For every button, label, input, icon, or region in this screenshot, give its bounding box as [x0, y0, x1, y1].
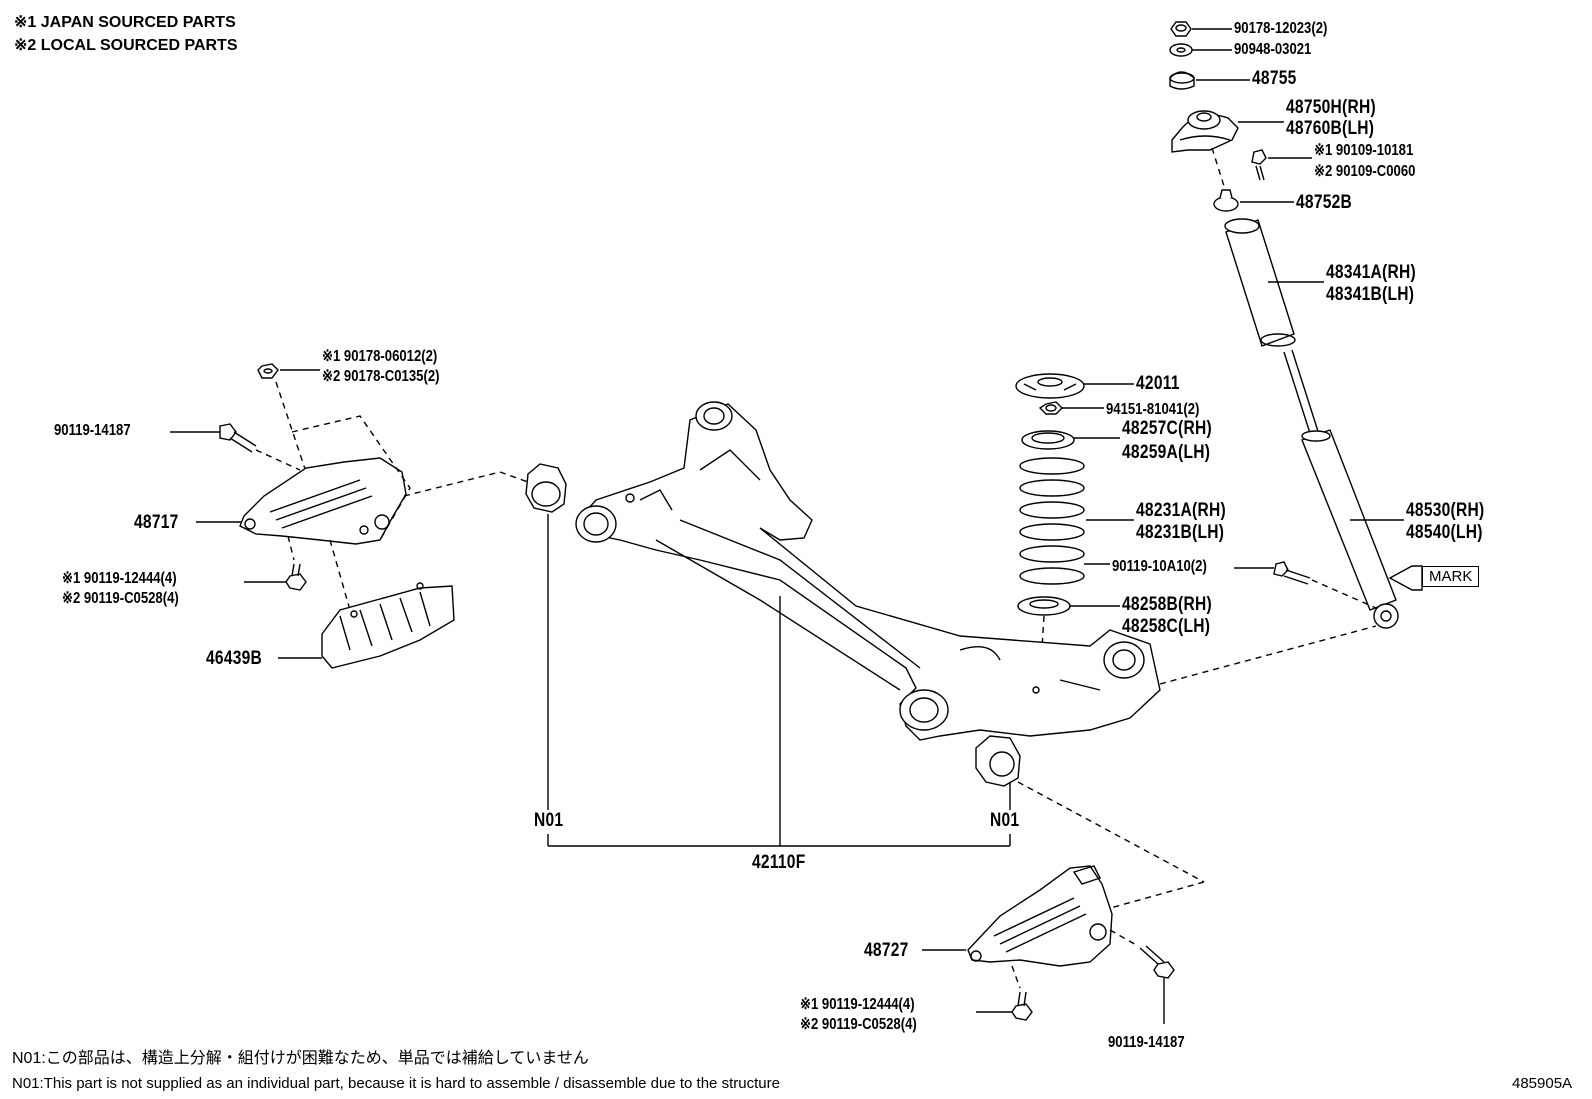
washer-90948-03021-icon [1169, 43, 1193, 57]
bushing-left-icon [525, 463, 567, 513]
part-label-90119-12444-top[interactable]: ※1 90119-12444(4) [62, 570, 177, 587]
bolt-90119-12444-bot-icon [1011, 991, 1033, 1021]
footnote-en: N01:This part is not supplied as an indi… [12, 1075, 780, 1092]
part-label-90178-06012[interactable]: ※1 90178-06012(2) [322, 348, 438, 365]
part-label-48258B[interactable]: 48258B(RH) [1122, 594, 1212, 615]
bushing-right-icon [975, 735, 1021, 787]
part-label-48717[interactable]: 48717 [134, 512, 179, 533]
cover-46439B-icon [321, 582, 455, 669]
part-label-48750H[interactable]: 48750H(RH) [1286, 97, 1376, 118]
part-label-90119-14187-bot[interactable]: 90119-14187 [1108, 1034, 1185, 1051]
part-label-48727[interactable]: 48727 [864, 940, 909, 961]
shock-absorber-48530-icon [1283, 349, 1399, 629]
cushion-48755-icon [1169, 71, 1195, 90]
nut-94151-icon [1038, 401, 1063, 415]
part-label-48231A[interactable]: 48231A(RH) [1136, 500, 1226, 521]
part-label-42011[interactable]: 42011 [1136, 373, 1180, 394]
legend-japan-sourced: ※1 JAPAN SOURCED PARTS [14, 14, 236, 31]
mark-label: MARK [1422, 566, 1480, 587]
cap-48752B-icon [1213, 189, 1239, 212]
bellows-48341-icon [1224, 218, 1296, 347]
figure-id: 485905A [1512, 1075, 1573, 1092]
part-label-94151-81041[interactable]: 94151-81041(2) [1106, 401, 1200, 418]
part-label-48257C[interactable]: 48257C(RH) [1122, 418, 1212, 439]
bolt-90119-12444-top-icon [285, 563, 307, 591]
bolt-90109-icon [1251, 149, 1267, 181]
part-label-48258C[interactable]: 48258C(LH) [1122, 616, 1211, 637]
part-label-48530[interactable]: 48530(RH) [1406, 500, 1485, 521]
legend-local-sourced: ※2 LOCAL SOURCED PARTS [14, 37, 238, 54]
footnote-jp: N01:この部品は、構造上分解・組付けが困難なため、単品では補給していません [12, 1050, 589, 1067]
part-label-90109-C0060[interactable]: ※2 90109-C0060 [1314, 163, 1416, 180]
part-label-48341A[interactable]: 48341A(RH) [1326, 262, 1416, 283]
nut-90178-12023-icon [1170, 21, 1192, 37]
insulator-48258-icon [1017, 596, 1071, 616]
part-label-90178-C0135[interactable]: ※2 90178-C0135(2) [322, 368, 440, 385]
part-label-90119-10A10[interactable]: 90119-10A10(2) [1112, 558, 1207, 575]
part-label-48540[interactable]: 48540(LH) [1406, 522, 1483, 543]
bolt-90119-14187-top-icon [219, 423, 257, 453]
part-label-48760B[interactable]: 48760B(LH) [1286, 118, 1375, 139]
part-label-48231B[interactable]: 48231B(LH) [1136, 522, 1225, 543]
part-label-90119-C0528-top[interactable]: ※2 90119-C0528(4) [62, 590, 179, 607]
part-label-90948-03021[interactable]: 90948-03021 [1234, 41, 1312, 58]
bolt-90119-14187-bot-icon [1139, 945, 1175, 979]
part-label-48752B[interactable]: 48752B [1296, 192, 1353, 213]
coil-spring-48231-icon [1019, 457, 1085, 585]
bracket-48727-icon [967, 865, 1113, 967]
n01-label-right: N01 [990, 810, 1020, 831]
part-label-90119-14187-top[interactable]: 90119-14187 [54, 422, 131, 439]
part-label-90109-10181[interactable]: ※1 90109-10181 [1314, 142, 1414, 159]
n01-label-left: N01 [534, 810, 564, 831]
part-label-48341B[interactable]: 48341B(LH) [1326, 284, 1415, 305]
spring-seat-42011-icon [1015, 373, 1085, 399]
insulator-48257C-icon [1021, 430, 1075, 450]
part-label-90119-C0528-bot[interactable]: ※2 90119-C0528(4) [800, 1016, 917, 1033]
axle-beam-42110F-icon [575, 401, 1161, 741]
part-label-48259A[interactable]: 48259A(LH) [1122, 442, 1211, 463]
bracket-48717-icon [239, 457, 407, 545]
part-label-90178-12023[interactable]: 90178-12023(2) [1234, 20, 1328, 37]
nut-90178-06012-icon [257, 363, 279, 379]
part-label-48755[interactable]: 48755 [1252, 68, 1297, 89]
part-label-46439B[interactable]: 46439B [206, 648, 263, 669]
part-label-42110F[interactable]: 42110F [752, 852, 806, 873]
support-48750H-icon [1171, 110, 1239, 153]
part-label-90119-12444-bot[interactable]: ※1 90119-12444(4) [800, 996, 915, 1013]
bolt-90119-10A10-icon [1273, 561, 1311, 585]
